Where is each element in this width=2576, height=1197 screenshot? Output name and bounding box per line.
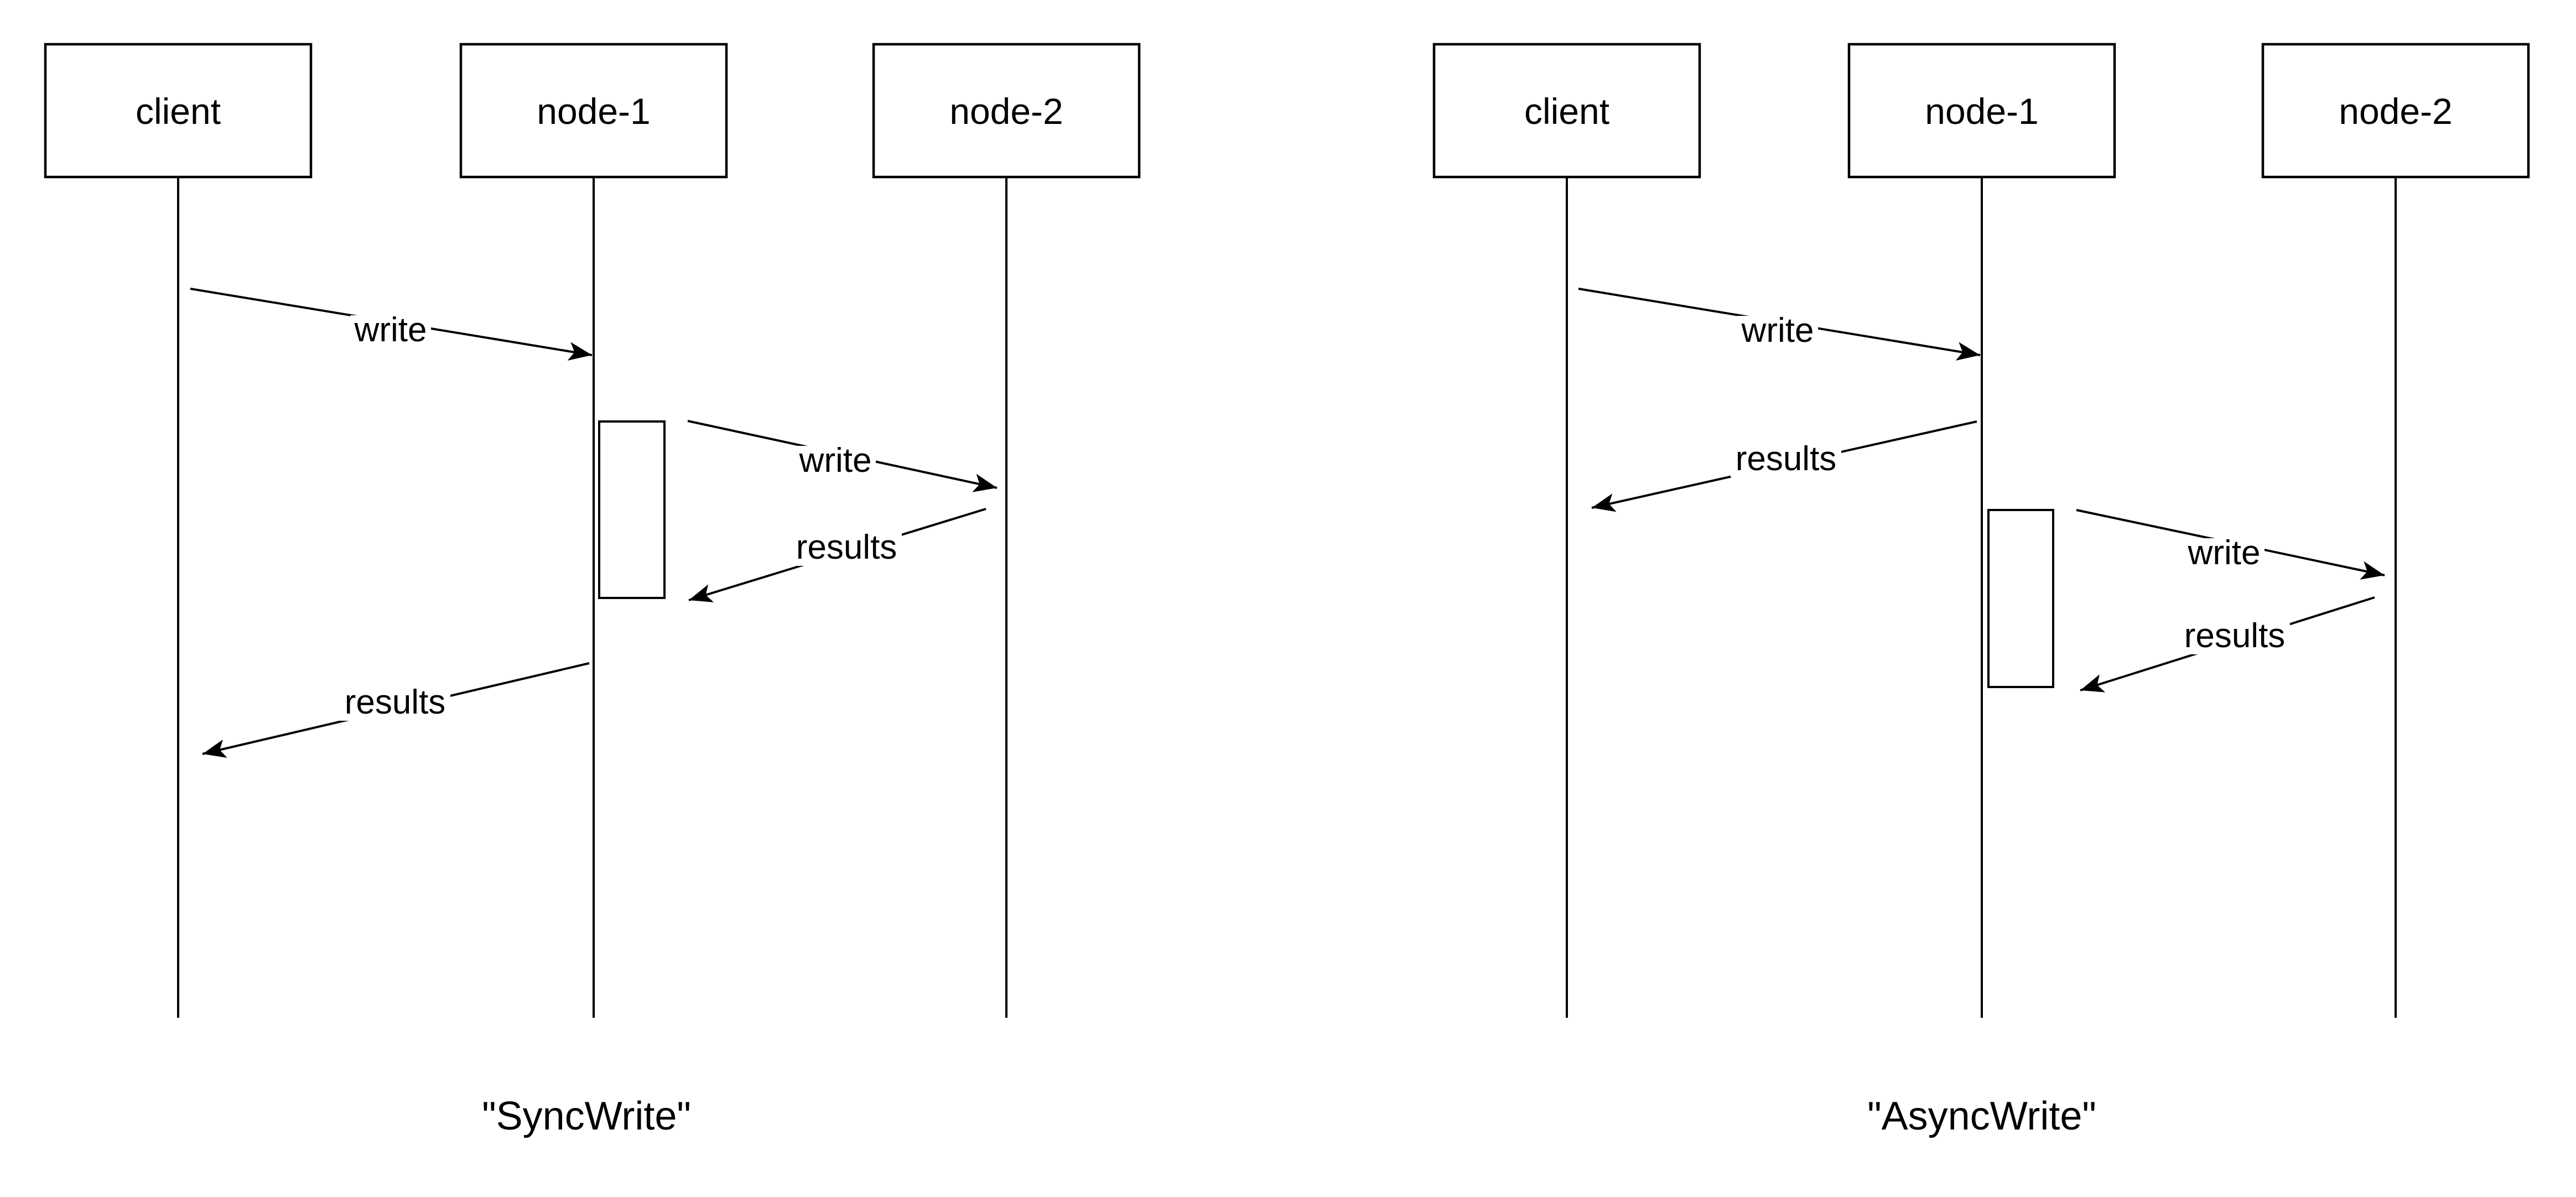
- actor-label-client: client: [1524, 91, 1609, 132]
- message-label-node-1-to-client: results: [1736, 440, 1837, 478]
- message-label-node-1-to-node-2: write: [799, 441, 872, 480]
- actor-box-node-1: [1847, 43, 2116, 179]
- actor-label-client: client: [136, 91, 221, 132]
- diagram-title-sync-write: "SyncWrite": [482, 1094, 691, 1138]
- actor-label-node-1: node-1: [537, 91, 651, 132]
- diagram-title-async-write: "AsyncWrite": [1867, 1094, 2096, 1138]
- actor-box-node-2: [2261, 43, 2530, 179]
- actor-box-client: [1432, 43, 1701, 179]
- message-label-background: [340, 688, 450, 721]
- message-label-client-to-node-1: write: [1741, 311, 1814, 350]
- message-label-background: [350, 315, 431, 348]
- actor-label-node-2: node-2: [2339, 91, 2453, 132]
- actor-box-client: [44, 43, 313, 179]
- message-label-node-1-to-node-2: write: [2188, 534, 2261, 572]
- sequence-diagram-async-write: client node-1 node-2 write results write resul…: [1432, 43, 2530, 1138]
- actor-box-node-2: [872, 43, 1141, 179]
- message-label-node-1-to-client: results: [345, 683, 446, 721]
- activation-bar-node-1: [1987, 509, 2054, 688]
- activation-bar-node-1: [598, 420, 666, 599]
- message-label-background: [1737, 316, 1818, 349]
- message-label-client-to-node-1: write: [354, 311, 427, 349]
- message-label-background: [1731, 444, 1841, 477]
- actor-label-node-1: node-1: [1925, 91, 2039, 132]
- message-label-node-2-to-node-1: results: [2184, 617, 2286, 655]
- actor-box-node-1: [459, 43, 728, 179]
- sequence-diagram-sync-write: client node-1 node-2 write write results resul…: [44, 43, 1141, 1138]
- message-label-node-2-to-node-1: results: [796, 528, 897, 566]
- message-label-background: [2179, 621, 2290, 654]
- message-label-background: [2184, 538, 2265, 571]
- message-label-background: [791, 533, 902, 566]
- actor-label-node-2: node-2: [949, 91, 1063, 132]
- message-label-background: [795, 446, 876, 479]
